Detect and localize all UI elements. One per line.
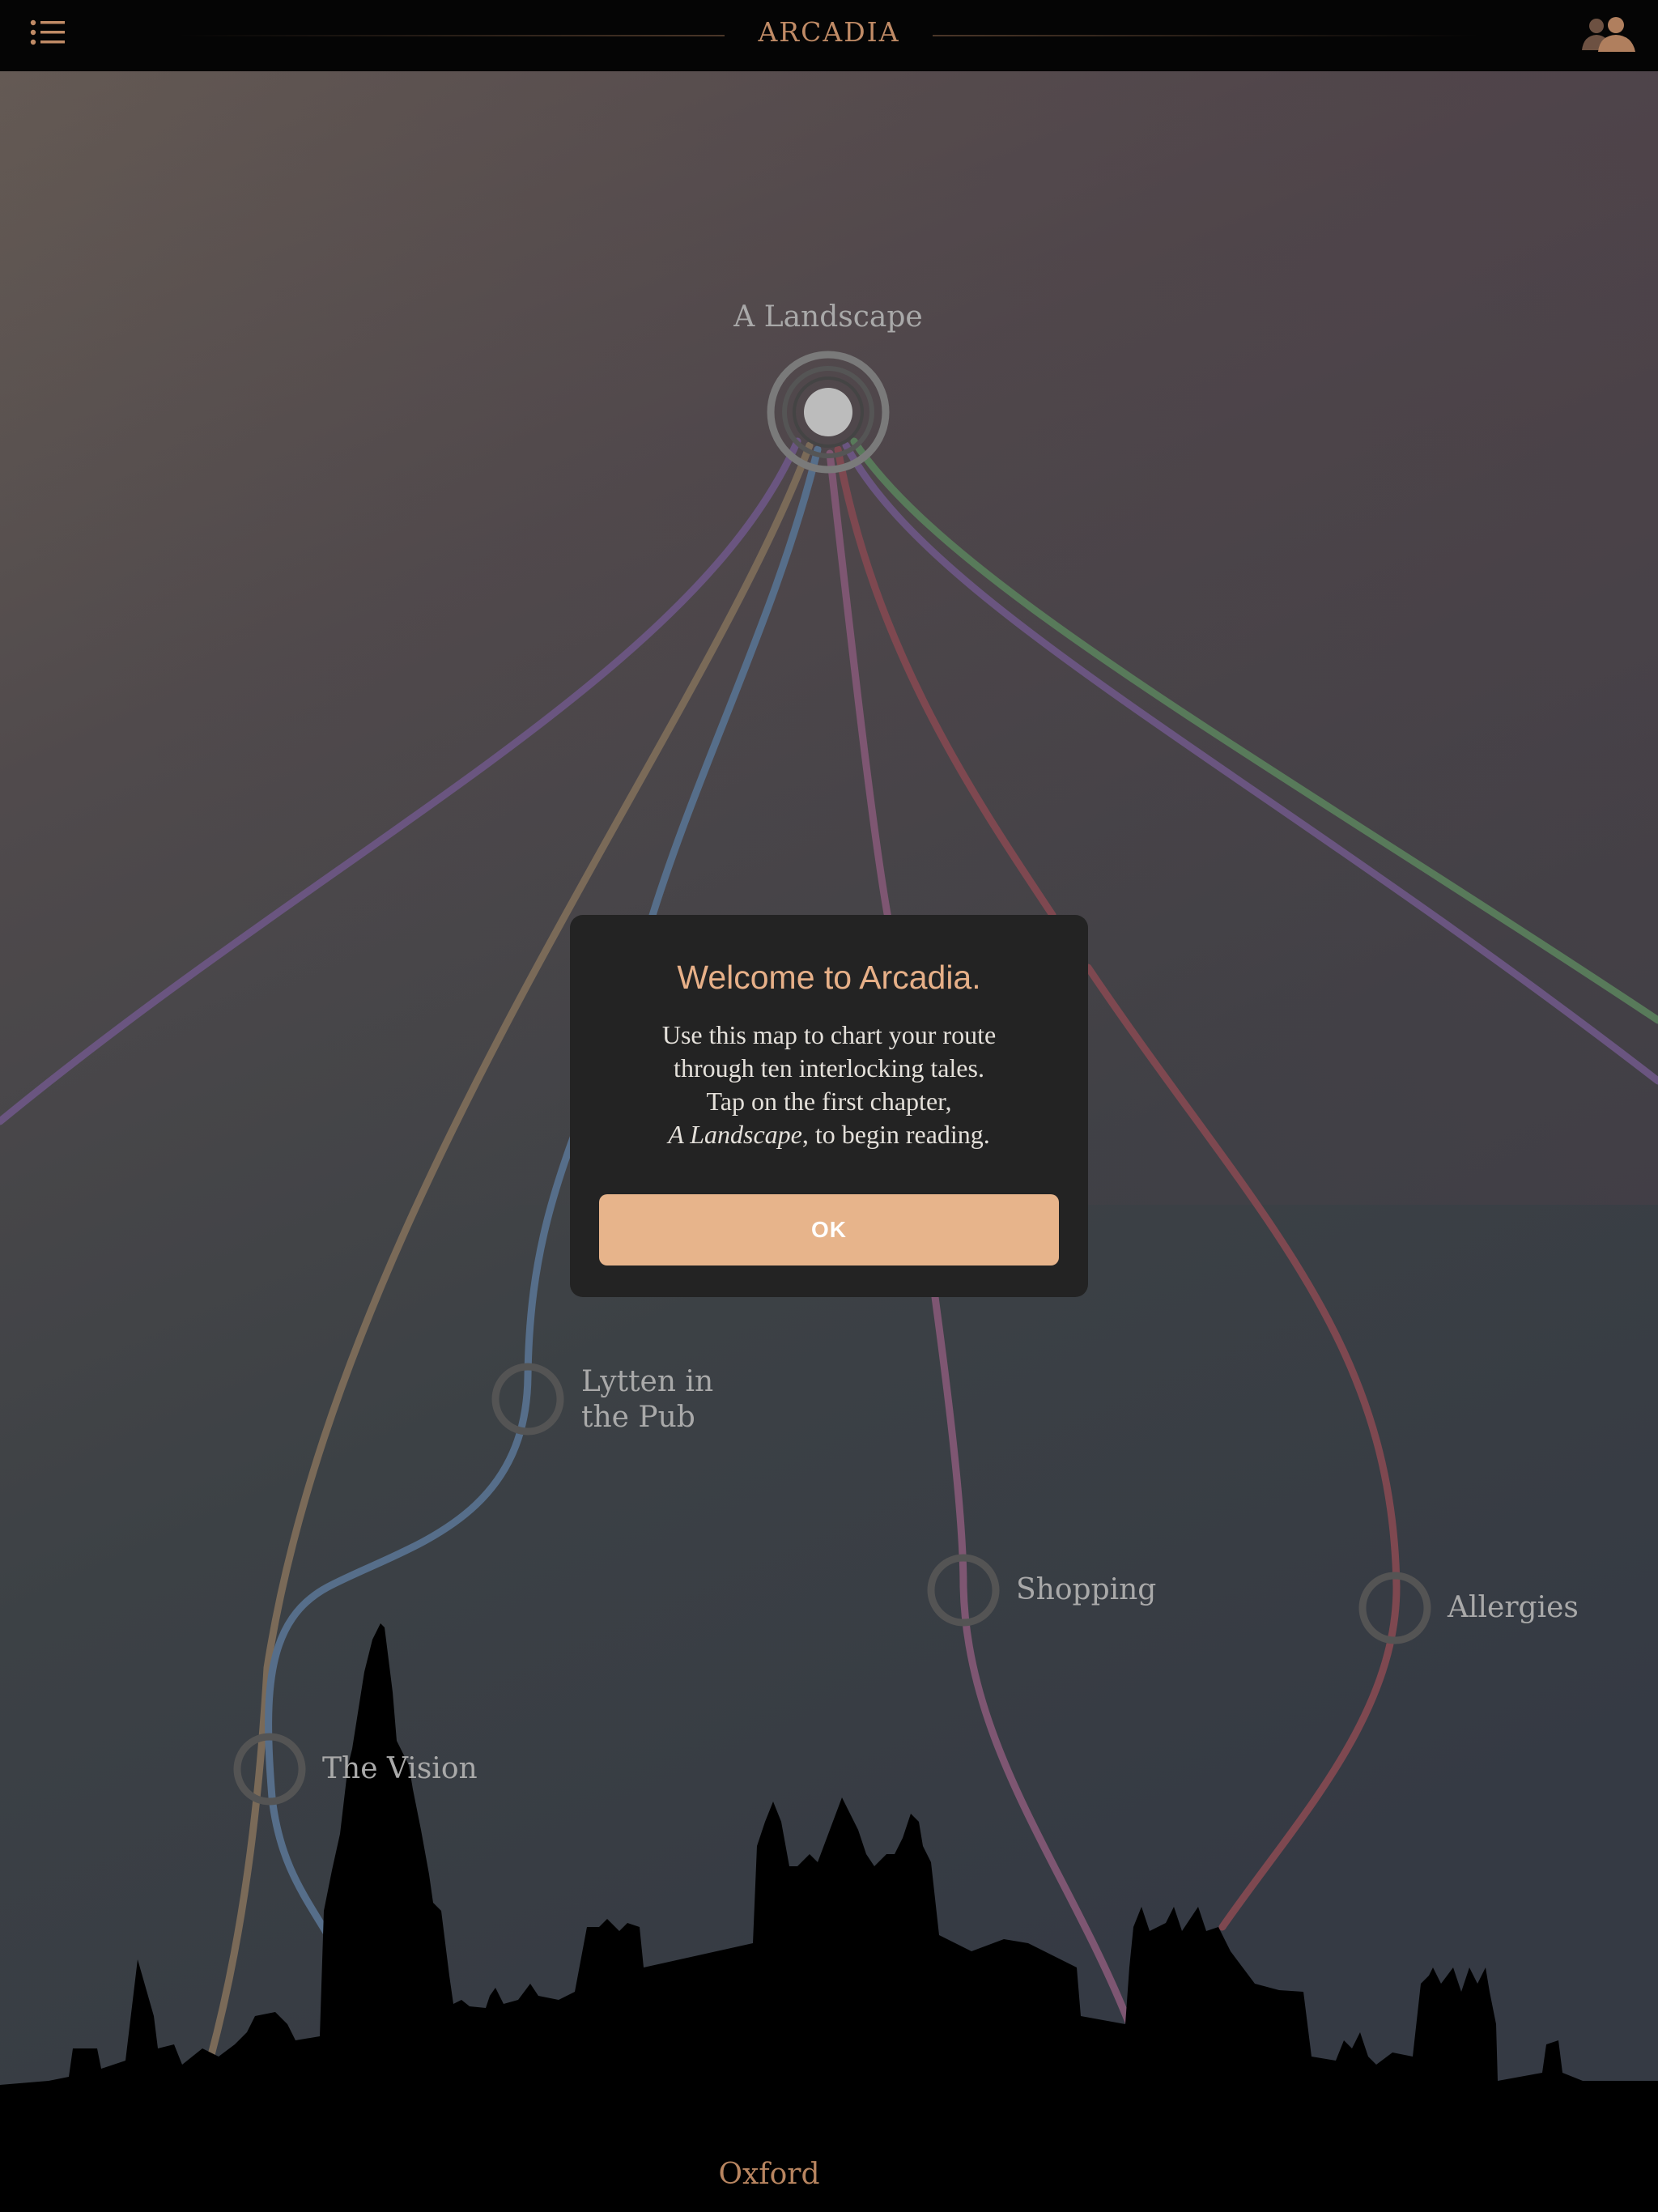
story-map — [0, 71, 1658, 2212]
ok-button[interactable]: OK — [599, 1194, 1059, 1266]
characters-button[interactable] — [1577, 15, 1639, 55]
dialog-line-4: A Landscape, to begin reading. — [570, 1118, 1088, 1151]
route-blue — [265, 445, 822, 1939]
app-title: ARCADIA — [758, 16, 900, 48]
dialog-line-1: Use this map to chart your route — [661, 1020, 997, 1049]
route-red — [834, 445, 1401, 1931]
menu-button[interactable] — [29, 18, 68, 53]
node-label-vision: The Vision — [322, 1752, 478, 1785]
node-shopping[interactable] — [927, 1554, 1000, 1627]
dialog-chapter-name: A Landscape — [668, 1120, 802, 1149]
route-purple-left — [0, 437, 801, 1125]
route-green — [850, 437, 1658, 1024]
people-icon — [1582, 17, 1635, 52]
dialog-line-2: through ten interlocking tales. — [674, 1053, 984, 1083]
dialog-line-3: Tap on the first chapter, — [706, 1087, 952, 1116]
title-rule-left — [178, 35, 725, 36]
route-purple-right — [842, 441, 1658, 1085]
top-bar: ARCADIA — [0, 0, 1658, 71]
oxford-skyline — [0, 1623, 1658, 2212]
node-label-shopping: Shopping — [1016, 1573, 1157, 1606]
city-label: Oxford — [718, 2158, 820, 2191]
dialog-line-4-rest: , to begin reading. — [801, 1120, 990, 1149]
dialog-title: Welcome to Arcadia. — [677, 959, 981, 996]
welcome-dialog: Welcome to Arcadia. Use this map to char… — [570, 915, 1088, 1297]
node-lytten-in-the-pub[interactable] — [491, 1363, 564, 1436]
node-allergies[interactable] — [1358, 1572, 1431, 1644]
node-label-lytten-line2: the Pub — [581, 1401, 695, 1434]
title-rule-right — [933, 35, 1479, 36]
node-label-lytten: Lytten in the Pub — [581, 1364, 713, 1436]
list-icon — [30, 19, 65, 45]
node-label-allergies: Allergies — [1448, 1591, 1579, 1624]
node-the-vision[interactable] — [233, 1733, 306, 1806]
dialog-message: Use this map to chart your route through… — [570, 1019, 1088, 1151]
node-a-landscape[interactable] — [767, 351, 890, 474]
route-tan — [202, 441, 814, 2077]
node-label-lytten-line1: Lytten in — [581, 1365, 714, 1398]
start-node-label: A Landscape — [733, 300, 923, 334]
